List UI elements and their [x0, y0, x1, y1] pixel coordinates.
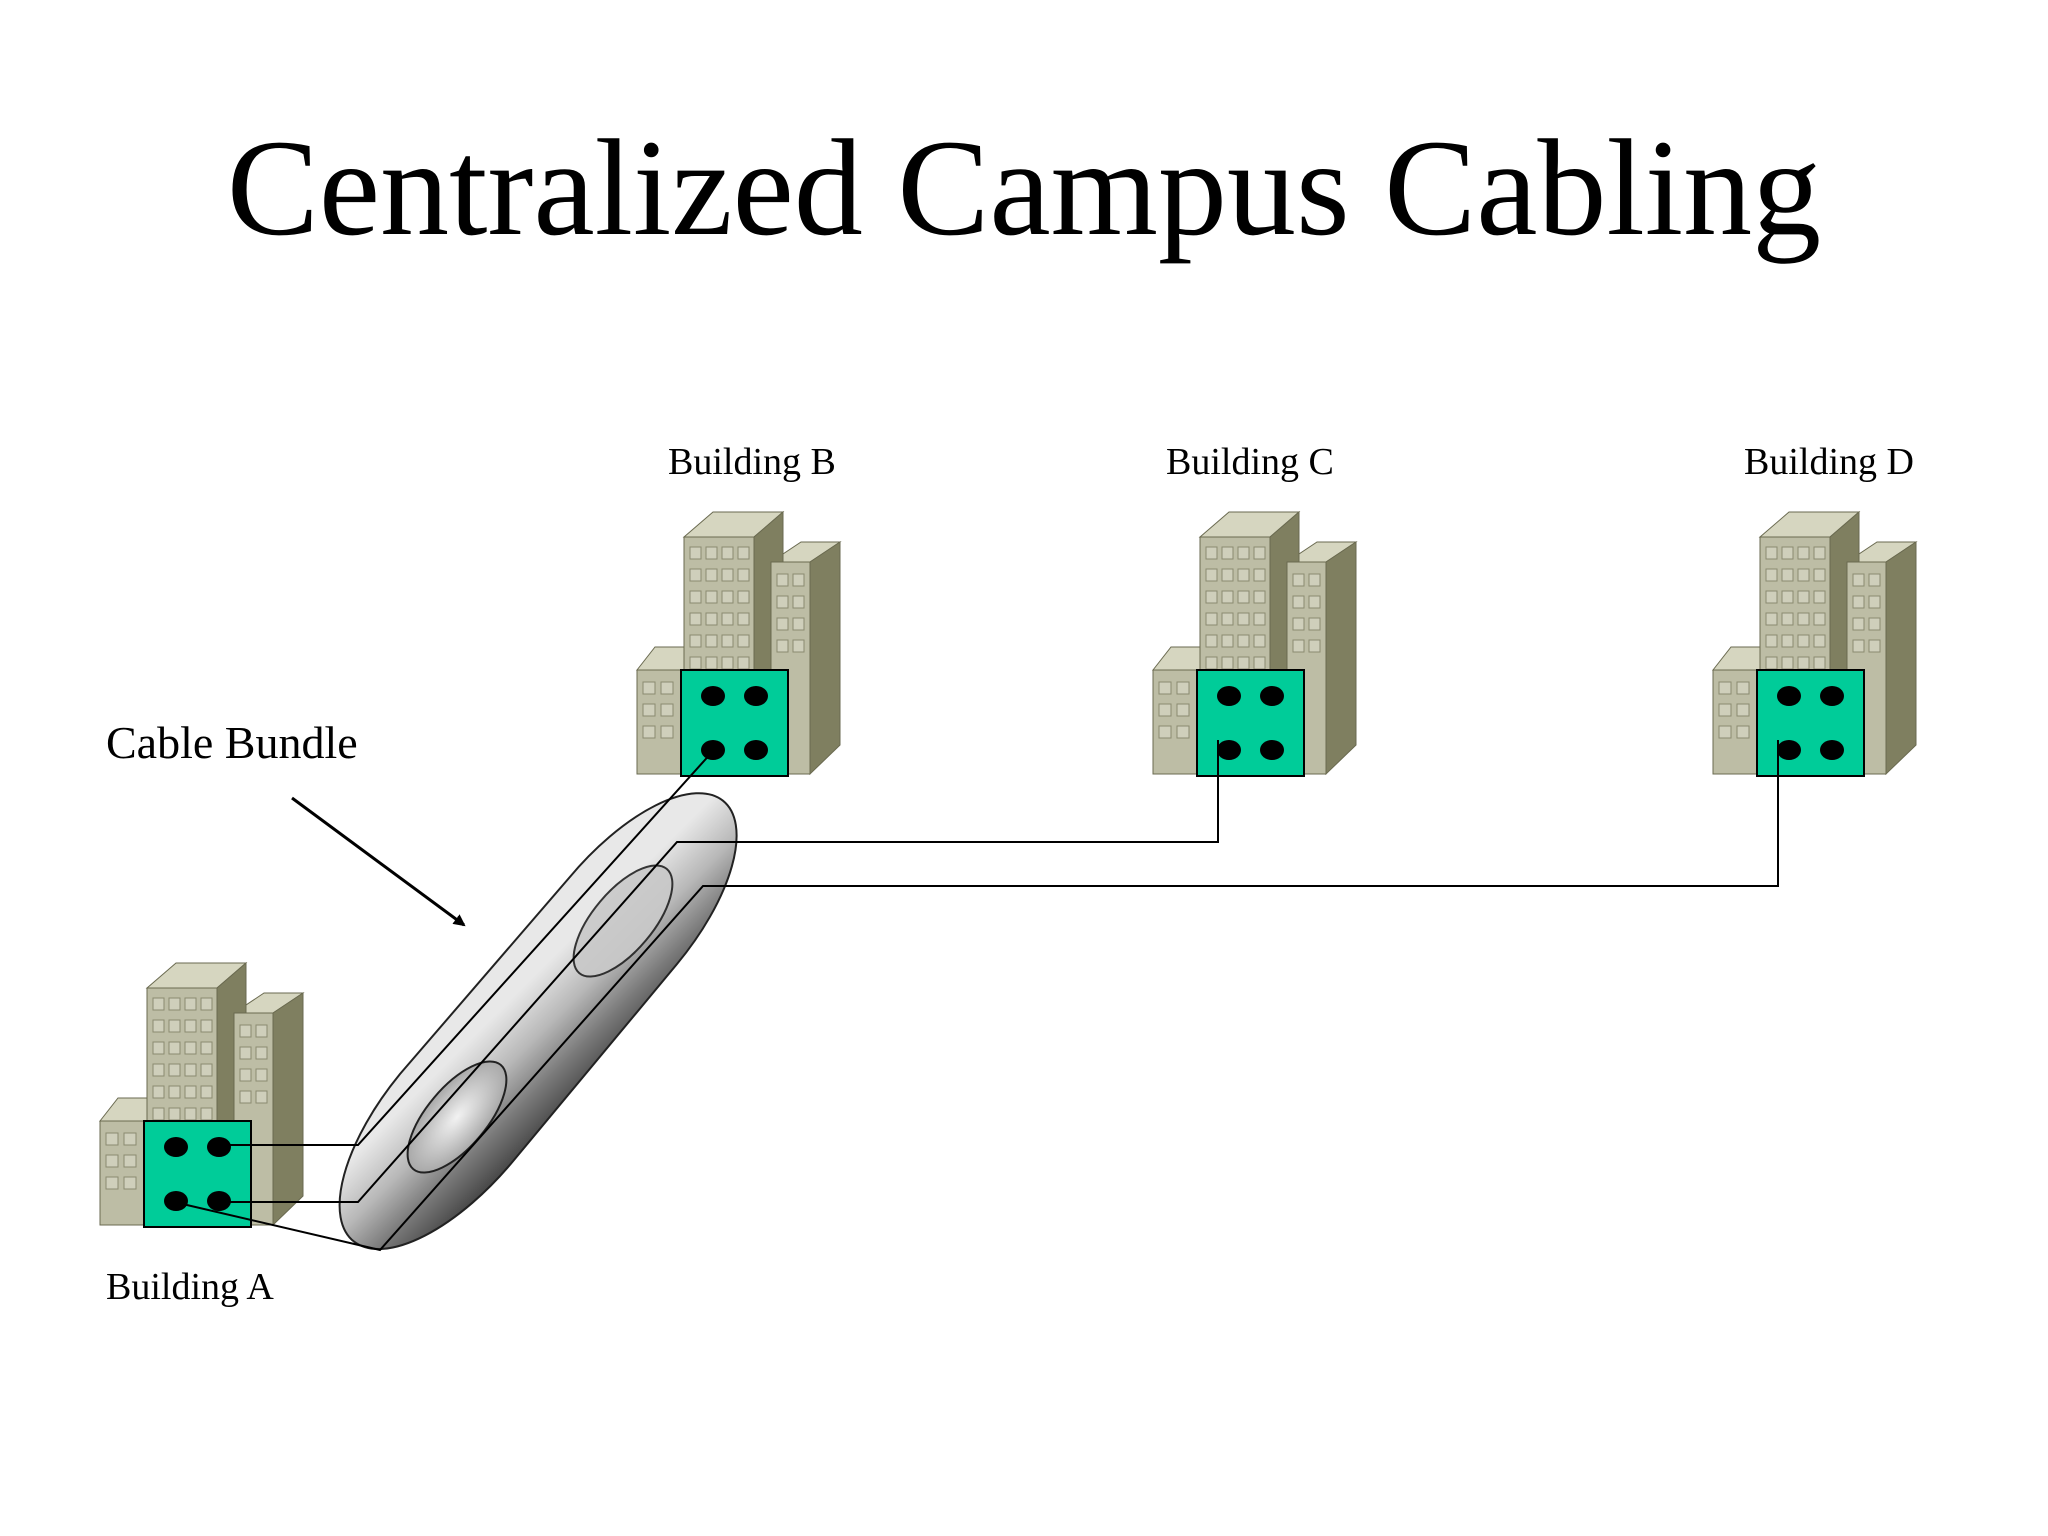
building-c-icon: [1151, 510, 1358, 777]
building-a-icon: [98, 961, 305, 1228]
building-b-label: Building B: [668, 441, 836, 483]
port-dot: [1260, 686, 1284, 706]
cable-a-to-c: [217, 740, 1219, 1203]
port-dot: [1777, 686, 1801, 706]
port-dot: [1777, 740, 1801, 760]
building-d-icon: [1711, 510, 1918, 777]
cables: [173, 740, 1779, 1252]
patch-panel-icon: [680, 669, 789, 777]
cable-bundle-label: Cable Bundle: [106, 717, 358, 768]
port-dot: [744, 686, 768, 706]
building-d-label: Building D: [1744, 441, 1914, 483]
cable-a-to-d: [173, 740, 1779, 1252]
port-dot: [744, 740, 768, 760]
port-dot: [701, 740, 725, 760]
cable-bundle-icon: [338, 792, 738, 1251]
building-a-label: Building A: [106, 1266, 274, 1308]
port-dot: [701, 686, 725, 706]
port-dot: [1217, 686, 1241, 706]
port-dot: [1820, 740, 1844, 760]
port-dot: [1217, 740, 1241, 760]
patch-panel-icon: [1196, 669, 1305, 777]
building-b-icon: [635, 510, 842, 777]
port-dot: [207, 1137, 231, 1157]
building-c-label: Building C: [1166, 441, 1334, 483]
port-dot: [164, 1137, 188, 1157]
arrow-icon: [291, 796, 466, 927]
patch-panel-icon: [1756, 669, 1865, 777]
port-dot: [164, 1191, 188, 1211]
port-dot: [1820, 686, 1844, 706]
slide-title: Centralized Campus Cabling: [226, 111, 1822, 264]
cable-a-to-b: [217, 750, 714, 1146]
port-dot: [1260, 740, 1284, 760]
patch-panel-icon: [143, 1120, 252, 1228]
